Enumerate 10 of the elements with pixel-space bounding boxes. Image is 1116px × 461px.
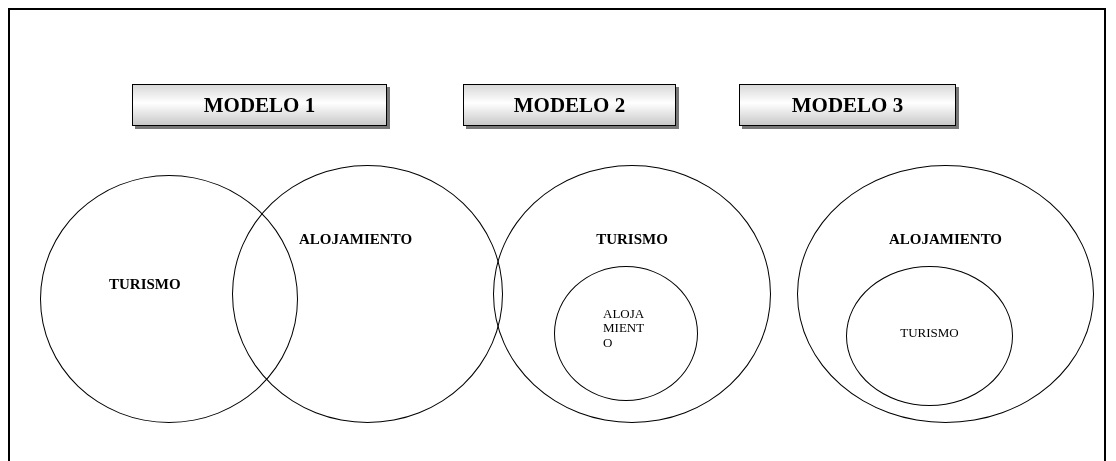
model-heading: MODELO 3 <box>739 84 956 126</box>
venn-circle <box>554 266 698 401</box>
circle-label: TURISMO <box>109 276 181 293</box>
circle-label: ALOJAMIENTO <box>299 231 413 248</box>
circle-label: ALOJAMIENTO <box>888 231 1003 248</box>
circle-label: ALOJAMIENTO <box>603 307 646 350</box>
circle-label: TURISMO <box>900 325 959 341</box>
circle-label: TURISMO <box>596 231 668 248</box>
model-heading: MODELO 2 <box>463 84 676 126</box>
model-heading: MODELO 1 <box>132 84 387 126</box>
